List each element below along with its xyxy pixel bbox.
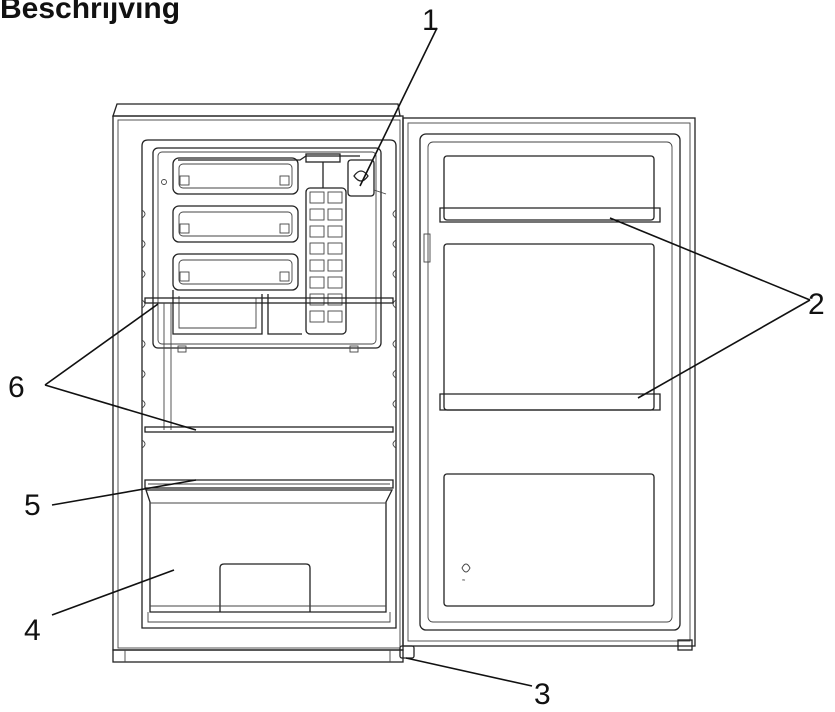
callout-5: 5 bbox=[24, 489, 41, 522]
page-title: Beschrijving bbox=[0, 0, 181, 25]
evaporator-plate bbox=[152, 147, 382, 353]
crisper-cover bbox=[144, 479, 394, 489]
leader-4 bbox=[51, 569, 175, 616]
callout-1: 1 bbox=[422, 4, 439, 37]
callout-3: 3 bbox=[534, 678, 551, 711]
thermostat bbox=[347, 159, 387, 197]
leader-2b bbox=[637, 299, 811, 399]
callout-2: 2 bbox=[808, 288, 825, 321]
callout-numbers: 1 2 3 4 5 6 bbox=[8, 4, 825, 711]
crisper-drawer bbox=[145, 489, 394, 623]
door: ≈ bbox=[399, 117, 696, 659]
leader-5 bbox=[51, 479, 197, 506]
leader-6b bbox=[44, 384, 197, 431]
callout-4: 4 bbox=[24, 614, 41, 647]
svg-text:≈: ≈ bbox=[462, 578, 466, 584]
leader-lines bbox=[44, 27, 811, 687]
shelves bbox=[144, 297, 394, 433]
leader-2a bbox=[609, 217, 811, 301]
callout-6: 6 bbox=[8, 371, 25, 404]
leader-3 bbox=[405, 657, 533, 687]
leader-6a bbox=[44, 303, 159, 386]
leader-1 bbox=[359, 27, 438, 187]
